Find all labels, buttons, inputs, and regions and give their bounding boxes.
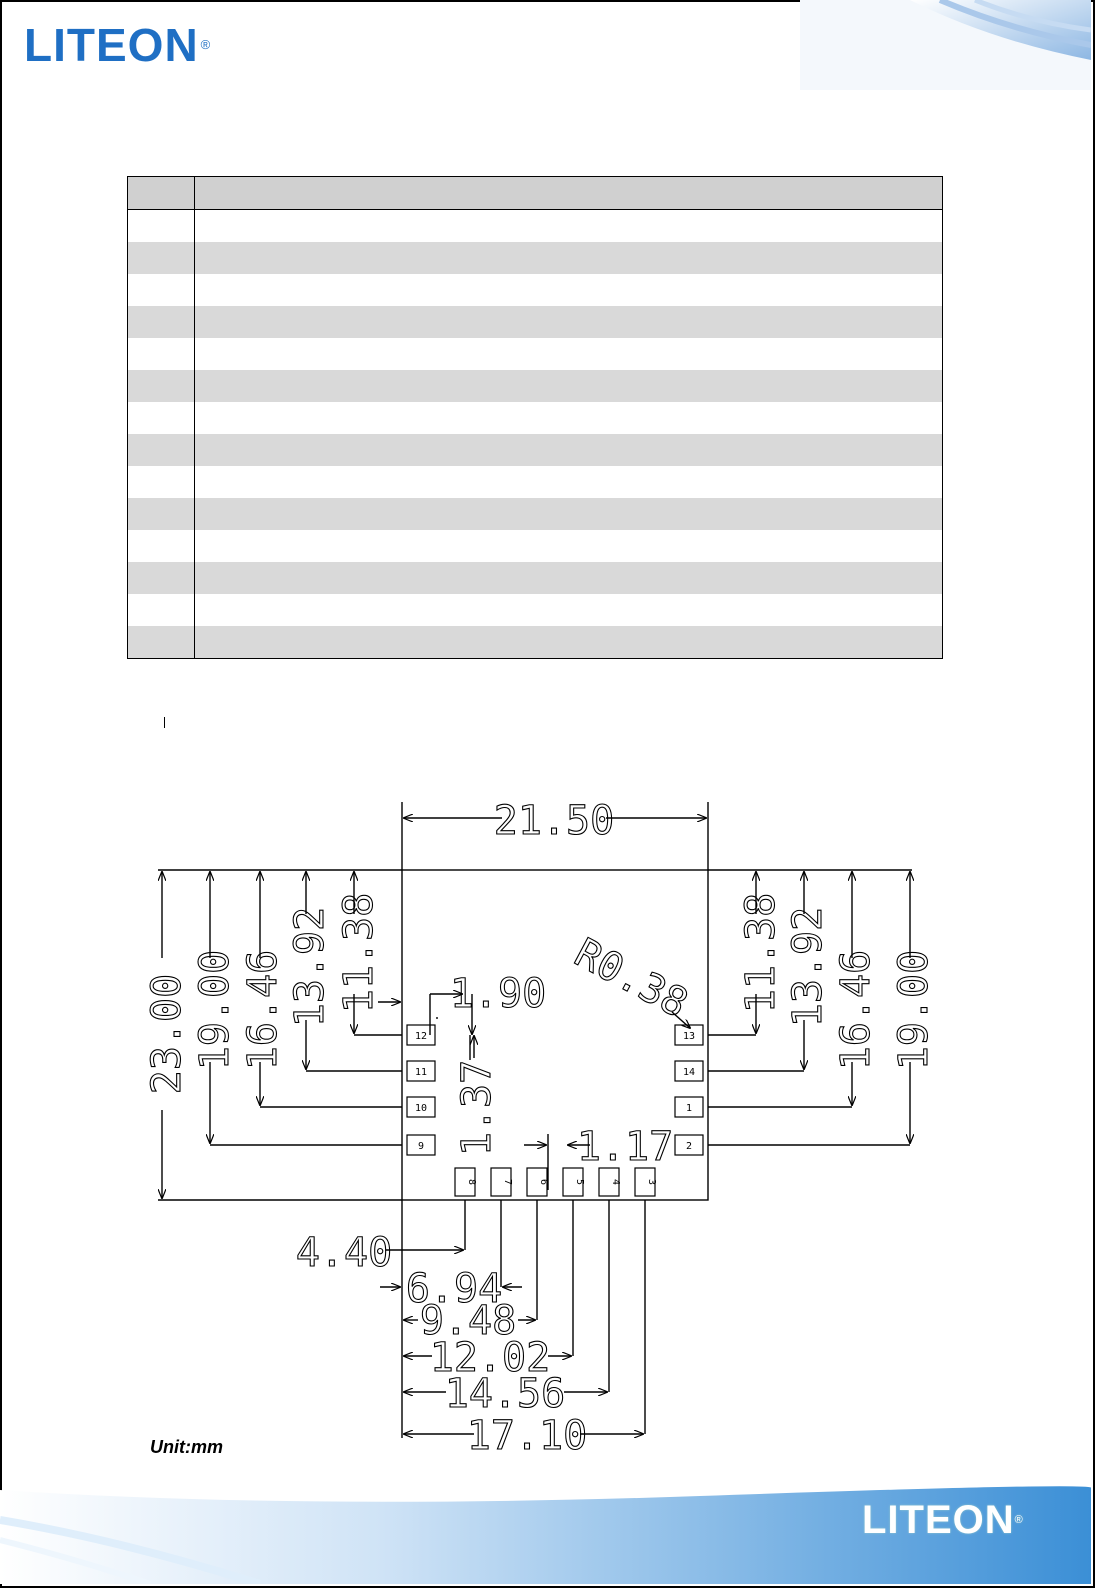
- table-row: [127, 594, 943, 626]
- header-wave-decoration: [800, 0, 1091, 90]
- dim-label-right: 16.46: [833, 950, 879, 1070]
- pin-label: 7: [502, 1179, 513, 1185]
- dim-label-bottom: 9.48: [420, 1298, 516, 1344]
- table-cell: [127, 209, 195, 242]
- footer-wave-decoration: [0, 1486, 1091, 1584]
- dim-label-pitch: 1.90: [450, 971, 546, 1017]
- spec-table: [127, 176, 943, 659]
- table-row: [127, 466, 943, 498]
- table-row: [127, 242, 943, 274]
- table-row: [127, 306, 943, 338]
- table-cell: [194, 338, 943, 370]
- right-pins: [674, 1024, 704, 1156]
- left-dims: [162, 872, 402, 1198]
- pin-label: 2: [686, 1141, 692, 1152]
- unit-label: Unit:mm: [150, 1437, 223, 1457]
- table-header-cell: [127, 176, 195, 210]
- dim-label-pad-height: 1.37: [454, 1060, 500, 1156]
- dim-label-left: 16.46: [240, 950, 286, 1070]
- table-cell: [127, 370, 195, 402]
- table-cell: [127, 338, 195, 370]
- dim-label-bottom: 12.02: [430, 1335, 550, 1381]
- table-row: [127, 370, 943, 402]
- table-cell: [127, 530, 195, 562]
- dim-label-left: 19.00: [192, 950, 238, 1070]
- pin-label: 12: [415, 1031, 427, 1042]
- table-row: [127, 274, 943, 306]
- logo-text: LITEON: [24, 19, 199, 71]
- bottom-dims: [380, 1200, 646, 1438]
- dim-label-right: 19.00: [891, 950, 937, 1070]
- table-cell: [194, 466, 943, 498]
- table-cell: [194, 402, 943, 434]
- dim-label-bottom: 14.56: [445, 1371, 565, 1417]
- table-row: [127, 498, 943, 530]
- pin-label: 4: [610, 1179, 621, 1185]
- table-row: [127, 562, 943, 594]
- dim-label-radius: R0.38: [567, 930, 695, 1027]
- logo-text: LITEON: [862, 1498, 1015, 1542]
- table-cell: [194, 209, 943, 242]
- table-row: [127, 209, 943, 242]
- table-cell: [127, 626, 195, 659]
- table-cell: [127, 306, 195, 338]
- table-cell: [194, 498, 943, 530]
- dim-label-bottom: 6.94: [406, 1266, 502, 1312]
- left-pins: [406, 1024, 436, 1156]
- table-cell: [127, 498, 195, 530]
- dim-label-right: 13.92: [785, 907, 831, 1027]
- pin-label: 5: [574, 1179, 585, 1185]
- table-cell: [194, 626, 943, 659]
- table-cell: [127, 594, 195, 626]
- table-row: [127, 402, 943, 434]
- table-row: [127, 338, 943, 370]
- dim-label-pad-width: 1.17: [577, 1124, 673, 1170]
- pin-label: 13: [683, 1031, 695, 1042]
- table-cell: [127, 402, 195, 434]
- table-row: [127, 626, 943, 659]
- liteon-logo-bottom: LITEON®: [862, 1500, 1024, 1540]
- pin-label: 3: [646, 1179, 657, 1185]
- liteon-logo-top: LITEON®: [24, 22, 211, 68]
- table-row: [127, 434, 943, 466]
- dim-label-left: 13.92: [287, 907, 333, 1027]
- table-cell: [127, 242, 195, 274]
- table-header-cell: [194, 176, 943, 210]
- dim-label-bottom: 17.10: [467, 1413, 587, 1459]
- table-cell: [194, 530, 943, 562]
- table-cell: [127, 562, 195, 594]
- table-cell: [194, 594, 943, 626]
- dim-label-right: 11.38: [738, 893, 784, 1013]
- pin-label: 10: [415, 1103, 427, 1114]
- table-cell: [194, 562, 943, 594]
- dim-label-width: 21.50: [494, 798, 614, 844]
- table-cell: [194, 434, 943, 466]
- dim-label-left: 11.38: [336, 893, 382, 1013]
- table-cell: [194, 274, 943, 306]
- registered-mark: ®: [1014, 1514, 1024, 1526]
- dim-label-left: 23.00: [144, 974, 190, 1094]
- pin-label: 1: [686, 1103, 692, 1114]
- registered-mark: ®: [200, 37, 212, 52]
- pin-label: 6: [538, 1179, 549, 1185]
- pin-label: 14: [683, 1067, 695, 1078]
- table-cell: [194, 242, 943, 274]
- table-row: [127, 530, 943, 562]
- pin-label: 9: [418, 1141, 424, 1152]
- table-header-row: [127, 176, 943, 210]
- table-cell: [194, 306, 943, 338]
- dim-label-bottom: 4.40: [296, 1230, 392, 1276]
- bottom-pins: [454, 1167, 656, 1197]
- module-dimension-drawing: 21.50 23.00 19.00 16.46 13.92 11.38: [143, 797, 937, 1459]
- pin-label: 8: [466, 1179, 477, 1185]
- table-cell: [127, 434, 195, 466]
- stray-mark: [164, 717, 165, 728]
- table-cell: [127, 274, 195, 306]
- pin-label: 11: [415, 1067, 427, 1078]
- right-dims: [708, 872, 910, 1146]
- table-cell: [127, 466, 195, 498]
- table-cell: [194, 370, 943, 402]
